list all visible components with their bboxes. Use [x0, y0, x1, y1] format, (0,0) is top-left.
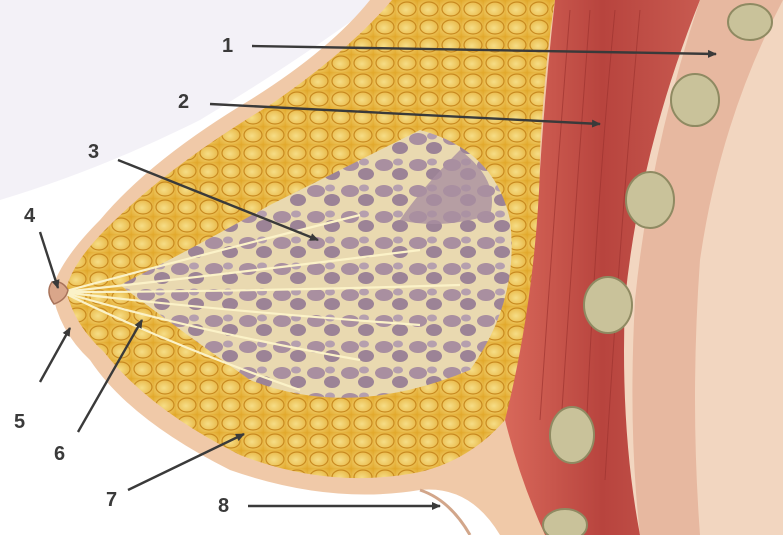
- label-3: 3: [88, 141, 99, 163]
- rib: [626, 172, 674, 228]
- rib: [728, 4, 772, 40]
- label-2: 2: [178, 91, 189, 113]
- label-4: 4: [24, 205, 36, 227]
- rib: [550, 407, 594, 463]
- label-5: 5: [14, 411, 25, 433]
- rib: [584, 277, 632, 333]
- rib: [543, 509, 587, 535]
- rib: [671, 74, 719, 126]
- label-6: 6: [54, 443, 65, 465]
- label-1: 1: [222, 35, 233, 57]
- label-7: 7: [106, 489, 117, 511]
- label-8: 8: [218, 495, 229, 517]
